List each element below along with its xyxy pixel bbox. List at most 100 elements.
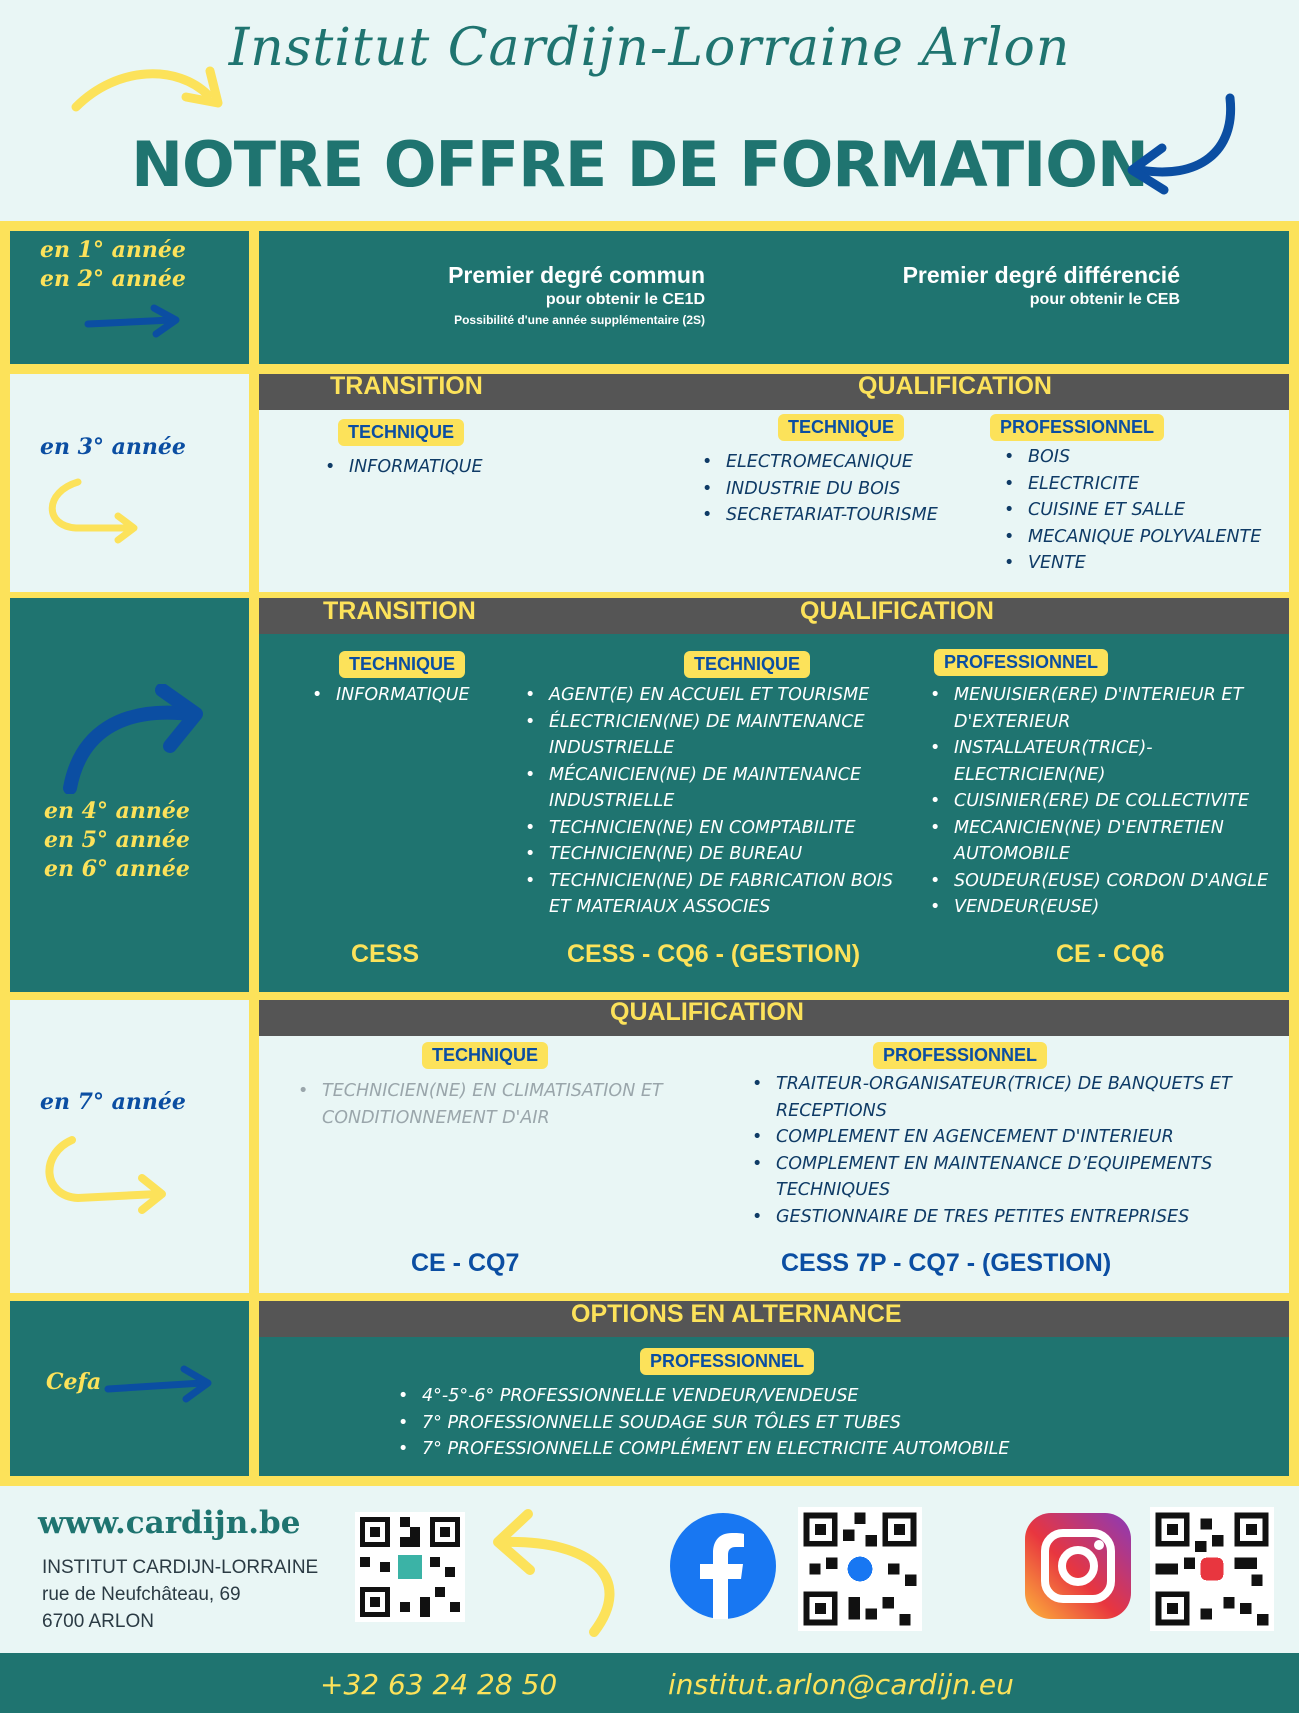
list-item: MECANICIEN(NE) D'ENTRETIEN AUTOMOBILE bbox=[930, 815, 1290, 868]
tag-technique: TECHNIQUE bbox=[778, 414, 905, 441]
tag-technique: TECHNIQUE bbox=[338, 419, 465, 446]
diploma-cess7p-cq7: CESS 7P - CQ7 - (GESTION) bbox=[781, 1249, 1112, 1277]
list-item: COMPLEMENT EN MAINTENANCE D’EQUIPEMENTS … bbox=[752, 1151, 1282, 1204]
list-item: INFORMATIQUE bbox=[312, 682, 512, 709]
common-note: Possibilité d'une année supplémentaire (… bbox=[454, 313, 705, 327]
row1-content bbox=[259, 231, 1289, 364]
qualification-title: QUALIFICATION bbox=[610, 998, 804, 1026]
list-item: TRAITEUR-ORGANISATEUR(TRICE) DE BANQUETS… bbox=[752, 1071, 1282, 1124]
list-item: ELECTROMECANIQUE bbox=[702, 449, 992, 476]
year-label-cefa: Cefa bbox=[46, 1369, 102, 1395]
tag-professionnel: PROFESSIONNEL bbox=[990, 414, 1165, 441]
list-item: MENUISIER(ERE) D'INTERIEUR ET D'EXTERIEU… bbox=[930, 682, 1290, 735]
row5-list: 4°-5°-6° PROFESSIONNELLE VENDEUR/VENDEUS… bbox=[398, 1383, 1198, 1463]
qualification-title: QUALIFICATION bbox=[800, 597, 994, 625]
list-item: 7° PROFESSIONNELLE SOUDAGE SUR TÔLES ET … bbox=[398, 1410, 1198, 1437]
list-item: 7° PROFESSIONNELLE COMPLÉMENT EN ELECTRI… bbox=[398, 1436, 1198, 1463]
email-address[interactable]: institut.arlon@cardijn.eu bbox=[668, 1668, 1014, 1701]
common-sub: pour obtenir le CE1D bbox=[545, 291, 705, 308]
instagram-icon[interactable] bbox=[1025, 1513, 1131, 1619]
list-item: MECANIQUE POLYVALENTE bbox=[1004, 524, 1294, 551]
facebook-icon[interactable] bbox=[670, 1513, 776, 1619]
first-degree-common: Premier degré commun pour obtenir le CE1… bbox=[380, 262, 705, 327]
row2-technique-list: ELECTROMECANIQUE INDUSTRIE DU BOIS SECRE… bbox=[702, 449, 992, 529]
list-item: TECHNICIEN(NE) DE FABRICATION BOIS ET MA… bbox=[525, 868, 905, 921]
common-title: Premier degré commun bbox=[448, 262, 705, 288]
list-item: INSTALLATEUR(TRICE)-ELECTRICIEN(NE) bbox=[930, 735, 1290, 788]
list-item: CUISINIER(ERE) DE COLLECTIVITE bbox=[930, 788, 1290, 815]
list-item: SOUDEUR(EUSE) CORDON D'ANGLE bbox=[930, 868, 1290, 895]
list-item: GESTIONNAIRE DE TRES PETITES ENTREPRISES bbox=[752, 1204, 1282, 1231]
list-item: CUISINE ET SALLE bbox=[1004, 497, 1294, 524]
transition-title: TRANSITION bbox=[323, 597, 476, 625]
diploma-ce-cq6: CE - CQ6 bbox=[1056, 940, 1165, 968]
tag-professionnel: PROFESSIONNEL bbox=[640, 1348, 815, 1375]
row3-left bbox=[10, 598, 249, 992]
list-item: SECRETARIAT-TOURISME bbox=[702, 502, 992, 529]
arrow-right-icon bbox=[104, 1365, 212, 1403]
address-line: rue de Neufchâteau, 69 bbox=[42, 1584, 241, 1605]
list-item: BOIS bbox=[1004, 444, 1294, 471]
row4-band bbox=[259, 1000, 1289, 1036]
list-item: TECHNICIEN(NE) EN COMPTABILITE bbox=[525, 815, 905, 842]
row2-band bbox=[259, 374, 1289, 410]
row2-professionnel-list: BOIS ELECTRICITE CUISINE ET SALLE MECANI… bbox=[1004, 444, 1294, 577]
row4-professionnel-list: TRAITEUR-ORGANISATEUR(TRICE) DE BANQUETS… bbox=[752, 1071, 1282, 1230]
transition-title: TRANSITION bbox=[330, 372, 483, 400]
diff-sub: pour obtenir le CEB bbox=[1029, 291, 1180, 308]
tag-professionnel: PROFESSIONNEL bbox=[873, 1042, 1048, 1069]
arrow-left-icon bbox=[1127, 93, 1236, 195]
list-item: AGENT(E) EN ACCUEIL ET TOURISME bbox=[525, 682, 905, 709]
row4-left bbox=[10, 1000, 249, 1293]
list-item: 4°-5°-6° PROFESSIONNELLE VENDEUR/VENDEUS… bbox=[398, 1383, 1198, 1410]
page-title: NOTRE OFFRE DE FORMATION bbox=[131, 128, 1149, 201]
list-item: VENTE bbox=[1004, 550, 1294, 577]
qr-code-icon[interactable] bbox=[798, 1507, 922, 1631]
list-item: MÉCANICIEN(NE) DE MAINTENANCE INDUSTRIEL… bbox=[525, 762, 905, 815]
tag-technique: TECHNIQUE bbox=[422, 1042, 549, 1069]
address-line: INSTITUT CARDIJN-LORRAINE bbox=[42, 1557, 319, 1578]
address-line: 6700 ARLON bbox=[42, 1611, 154, 1632]
arrow-curve-icon bbox=[45, 1136, 166, 1214]
year-label-7: en 7° année bbox=[40, 1089, 186, 1115]
list-item: ELECTRICITE bbox=[1004, 471, 1294, 498]
list-item: VENDEUR(EUSE) bbox=[930, 894, 1290, 921]
school-name: Institut Cardijn-Lorraine Arlon bbox=[228, 18, 1071, 78]
tag-professionnel: PROFESSIONNEL bbox=[934, 649, 1109, 676]
website-link[interactable]: www.cardijn.be bbox=[38, 1505, 301, 1541]
list-item: INDUSTRIE DU BOIS bbox=[702, 476, 992, 503]
row1-left bbox=[10, 231, 249, 364]
year-label-1-2: en 1° année en 2° année bbox=[40, 237, 186, 292]
arrow-right-icon bbox=[84, 304, 180, 338]
tag-technique: TECHNIQUE bbox=[684, 651, 811, 678]
arrow-curve-icon bbox=[493, 1509, 615, 1637]
row2-left bbox=[10, 374, 249, 592]
arrow-curve-icon bbox=[63, 684, 203, 794]
list-item: COMPLEMENT EN AGENCEMENT D'INTERIEUR bbox=[752, 1124, 1282, 1151]
list-item: TECHNICIEN(NE) DE BUREAU bbox=[525, 841, 905, 868]
arrow-right-icon bbox=[71, 66, 223, 112]
contact-bar bbox=[0, 1653, 1299, 1713]
first-degree-diff: Premier degré différencié pour obtenir l… bbox=[850, 262, 1180, 309]
diploma-cess: CESS bbox=[351, 940, 420, 968]
phone-number[interactable]: +32 63 24 28 50 bbox=[320, 1668, 558, 1701]
qualification-title: QUALIFICATION bbox=[858, 372, 1052, 400]
year-label-4-5-6: en 4° année en 5° année en 6° année bbox=[44, 798, 190, 882]
row3-professionnel-list: MENUISIER(ERE) D'INTERIEUR ET D'EXTERIEU… bbox=[930, 682, 1290, 921]
year-label-3: en 3° année bbox=[40, 434, 186, 460]
qr-code-icon[interactable] bbox=[1150, 1507, 1274, 1631]
row4-technique-list: TECHNICIEN(NE) EN CLIMATISATION ET CONDI… bbox=[298, 1078, 718, 1131]
alternance-title: OPTIONS EN ALTERNANCE bbox=[571, 1300, 902, 1328]
row3-technique-list: AGENT(E) EN ACCUEIL ET TOURISME ÉLECTRIC… bbox=[525, 682, 905, 921]
row3-band bbox=[259, 598, 1289, 634]
diploma-ce-cq7: CE - CQ7 bbox=[411, 1249, 520, 1277]
diploma-cess-cq6: CESS - CQ6 - (GESTION) bbox=[567, 940, 861, 968]
diff-title: Premier degré différencié bbox=[902, 262, 1180, 288]
row5-band bbox=[259, 1301, 1289, 1337]
tag-technique: TECHNIQUE bbox=[339, 651, 466, 678]
row3-transition-list: INFORMATIQUE bbox=[312, 682, 512, 709]
list-item: TECHNICIEN(NE) EN CLIMATISATION ET CONDI… bbox=[298, 1078, 718, 1131]
row2-transition-list: INFORMATIQUE bbox=[325, 454, 585, 481]
qr-code-icon[interactable] bbox=[355, 1512, 465, 1622]
list-item: INFORMATIQUE bbox=[325, 454, 585, 481]
